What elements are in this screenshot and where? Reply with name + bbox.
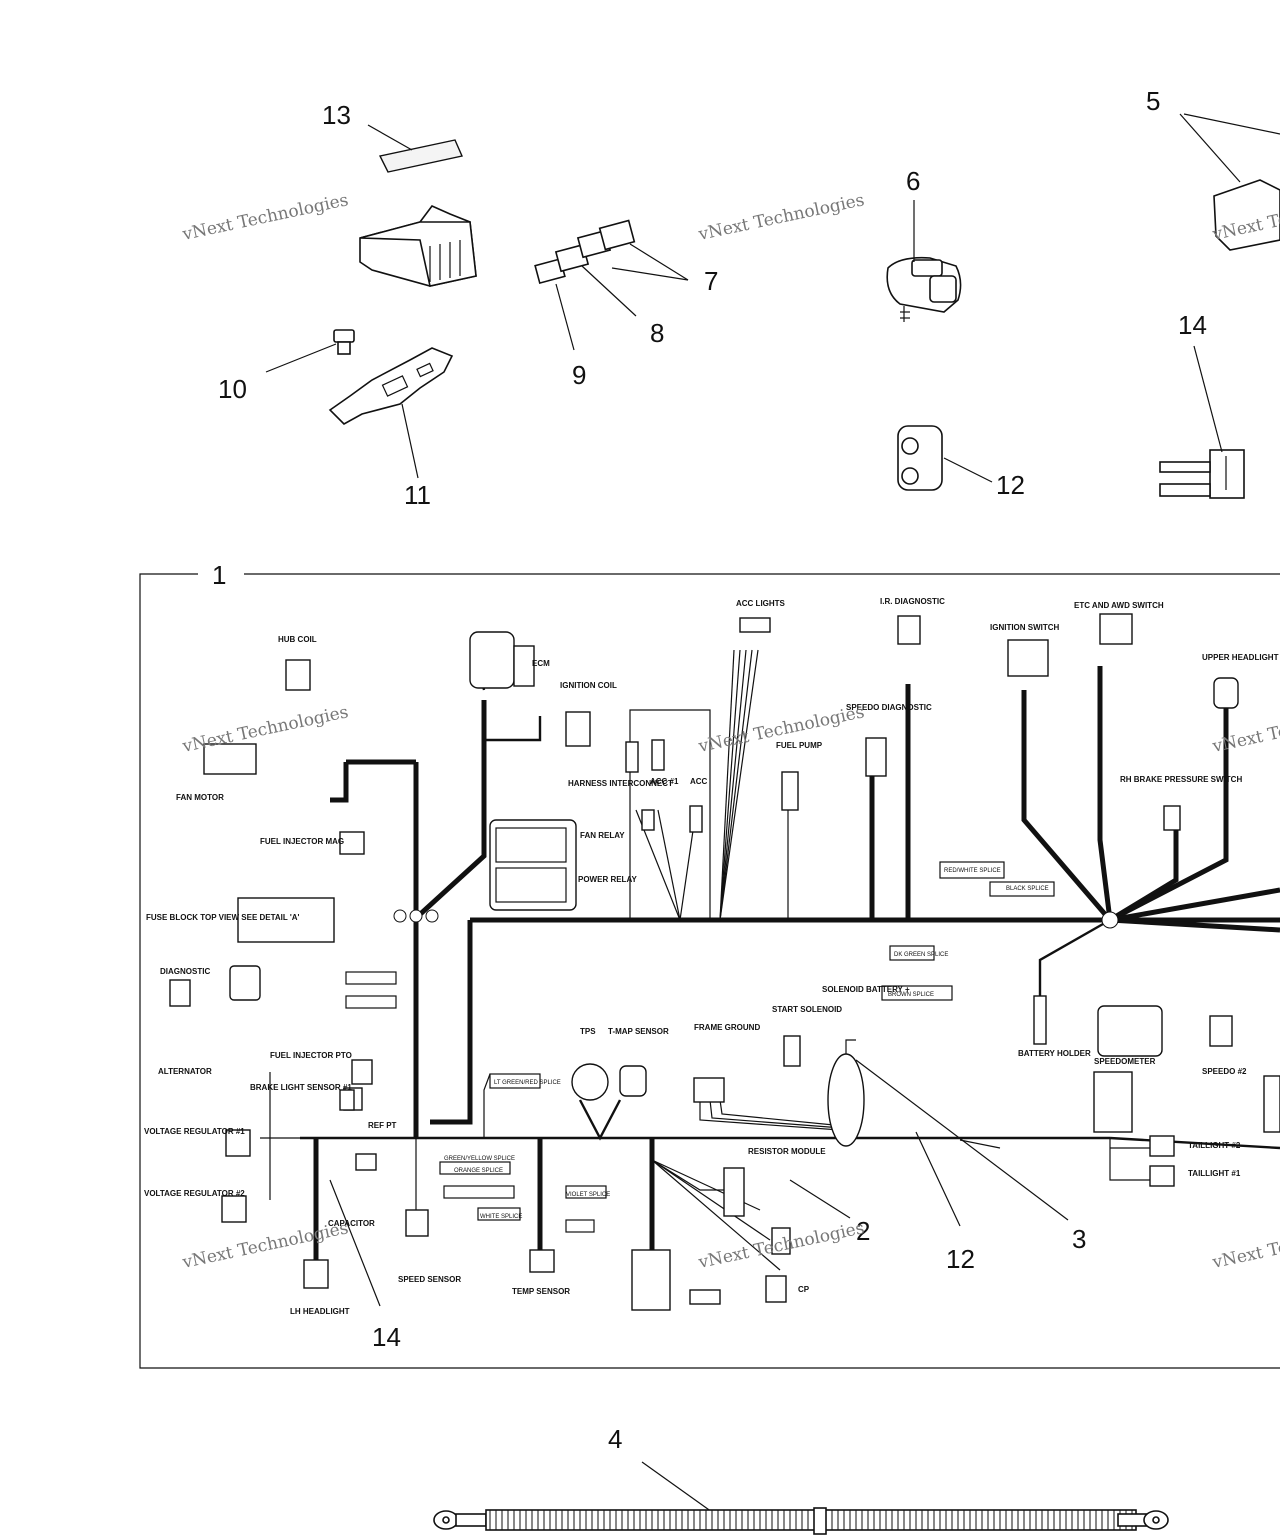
splice-green-yellow: GREEN/YELLOW SPLICE xyxy=(444,1156,515,1162)
callout-1: 1 xyxy=(212,560,226,590)
harness-frame xyxy=(139,573,1280,1369)
label-harness-interconnect: HARNESS INTERCONNECT xyxy=(568,779,673,788)
label-rh-brake-switch: RH BRAKE PRESSURE SWITCH xyxy=(1120,775,1242,784)
splice-red-white: RED/WHITE SPLICE xyxy=(944,868,1001,874)
watermark-1: vNext Technologies xyxy=(180,190,350,245)
callout-14-top: 14 xyxy=(1178,310,1207,340)
splice-violet: VIOLET SPLICE xyxy=(566,1192,610,1198)
label-start-solenoid: START SOLENOID xyxy=(772,1005,842,1014)
label-acc-lights: ACC LIGHTS xyxy=(736,599,786,608)
label-cp: CP xyxy=(798,1285,810,1294)
label-resistor-module: RESISTOR MODULE xyxy=(748,1147,826,1156)
callout-12-top: 12 xyxy=(996,470,1025,500)
label-frame-ground: FRAME GROUND xyxy=(694,1023,760,1032)
callout-4-leader xyxy=(641,1461,713,1513)
splice-orange: ORANGE SPLICE xyxy=(454,1168,503,1174)
label-solenoid-battery: SOLENOID BATTERY + xyxy=(822,985,910,994)
watermark-text: vNext Technologies xyxy=(696,190,866,245)
label-fan-relay: FAN RELAY xyxy=(580,831,625,840)
callout-8: 8 xyxy=(650,318,664,348)
callout-12-bottom: 12 xyxy=(946,1244,975,1274)
callout-13: 13 xyxy=(322,100,351,130)
callout-14-bottom: 14 xyxy=(372,1322,401,1352)
splice-brown: BROWN SPLICE xyxy=(888,992,934,998)
relay-part xyxy=(1179,113,1280,251)
label-upper-headlight: UPPER HEADLIGHT xyxy=(1202,653,1279,662)
watermark-text: vNext Technologies xyxy=(180,190,350,245)
label-voltage-regulator-1: VOLTAGE REGULATOR #1 xyxy=(144,1127,245,1136)
label-decal-part xyxy=(367,124,463,173)
callout-5: 5 xyxy=(1146,86,1160,116)
label-ignition-switch: IGNITION SWITCH xyxy=(990,623,1060,632)
label-hub-coil: HUB COIL xyxy=(278,635,317,644)
watermark-text: vNext Technologies xyxy=(180,702,350,757)
brake-switch-part xyxy=(897,425,993,491)
label-fuel-injector-mag: FUEL INJECTOR MAG xyxy=(260,837,344,846)
bolt-part xyxy=(265,329,355,373)
main-harness-trunk xyxy=(260,649,1280,1271)
label-speedo-diagnostic: SPEEDO DIAGNOSTIC xyxy=(846,703,932,712)
splice-dk-green: DK GREEN SPLICE xyxy=(894,952,948,958)
label-power-relay: POWER RELAY xyxy=(578,875,637,884)
label-fuel-injector-pto: FUEL INJECTOR PTO xyxy=(270,1051,352,1060)
harness-connectors xyxy=(169,613,1280,1311)
connector-part xyxy=(886,200,962,322)
label-acc2: ACC xyxy=(690,777,708,786)
watermark-text: vNext Technologies xyxy=(696,1218,866,1273)
label-taillight2: TAILLIGHT #2 xyxy=(1188,1141,1241,1150)
watermark-9: vNext Technologies xyxy=(1210,1218,1280,1273)
label-ecm: ECM xyxy=(532,659,550,668)
label-acc1: ACC #1 xyxy=(650,777,679,786)
label-fuel-pump: FUEL PUMP xyxy=(776,741,823,750)
splice-lt-green-red: LT GREEN/RED SPLICE xyxy=(494,1080,561,1086)
callout-11: 11 xyxy=(404,480,431,510)
label-tps: TPS xyxy=(580,1027,596,1036)
watermark-2: vNext Technologies xyxy=(696,190,866,245)
label-capacitor: CAPACITOR xyxy=(328,1219,375,1228)
splice-label-boxes xyxy=(345,861,1055,1233)
label-brake-light-sensor: BRAKE LIGHT SENSOR #1 xyxy=(250,1083,352,1092)
callout-10: 10 xyxy=(218,374,247,404)
clip-part xyxy=(1159,345,1245,499)
label-etc-awd-switch: ETC AND AWD SWITCH xyxy=(1074,601,1164,610)
label-fan-motor: FAN MOTOR xyxy=(176,793,224,802)
label-ir-diagnostic: I.R. DIAGNOSTIC xyxy=(880,597,945,606)
label-speedo2: SPEEDO #2 xyxy=(1202,1067,1247,1076)
callout-9: 9 xyxy=(572,360,586,390)
mounting-bracket-part xyxy=(328,347,454,479)
callout-7: 7 xyxy=(704,266,718,296)
label-speed-sensor: SPEED SENSOR xyxy=(398,1275,461,1284)
label-t-map-sensor: T-MAP SENSOR xyxy=(608,1027,669,1036)
battery-cable-part xyxy=(433,1507,1169,1535)
label-ref-pt: REF PT xyxy=(368,1121,397,1130)
watermark-4: vNext Technologies xyxy=(180,702,350,757)
label-temp-sensor: TEMP SENSOR xyxy=(512,1287,570,1296)
callout-3: 3 xyxy=(1072,1224,1086,1254)
label-speedometer: SPEEDOMETER xyxy=(1094,1057,1156,1066)
callout-4: 4 xyxy=(608,1424,622,1454)
fuse-box-cover-part xyxy=(359,205,477,287)
watermark-text: vNext Technologies xyxy=(1210,1218,1280,1273)
label-lh-headlight: LH HEADLIGHT xyxy=(290,1307,350,1316)
splice-white: WHITE SPLICE xyxy=(480,1214,522,1220)
splice-black: BLACK SPLICE xyxy=(1006,886,1049,892)
callout-2: 2 xyxy=(856,1216,870,1246)
watermark-text: vNext Technologies xyxy=(1210,702,1280,757)
label-battery-holder: BATTERY HOLDER xyxy=(1018,1049,1091,1058)
label-voltage-regulator-2: VOLTAGE REGULATOR #2 xyxy=(144,1189,245,1198)
callout-leaders xyxy=(329,1059,1069,1307)
label-alternator: ALTERNATOR xyxy=(158,1067,212,1076)
label-diagnostic: DIAGNOSTIC xyxy=(160,967,210,976)
label-fuse-block: FUSE BLOCK TOP VIEW SEE DETAIL 'A' xyxy=(146,913,300,922)
watermark-6: vNext Technologies xyxy=(1210,702,1280,757)
label-taillight1: TAILLIGHT #1 xyxy=(1188,1169,1241,1178)
label-ignition-coil: IGNITION COIL xyxy=(560,681,617,690)
fuse-parts xyxy=(534,219,689,351)
watermark-8: vNext Technologies xyxy=(696,1218,866,1273)
callout-6: 6 xyxy=(906,166,920,196)
